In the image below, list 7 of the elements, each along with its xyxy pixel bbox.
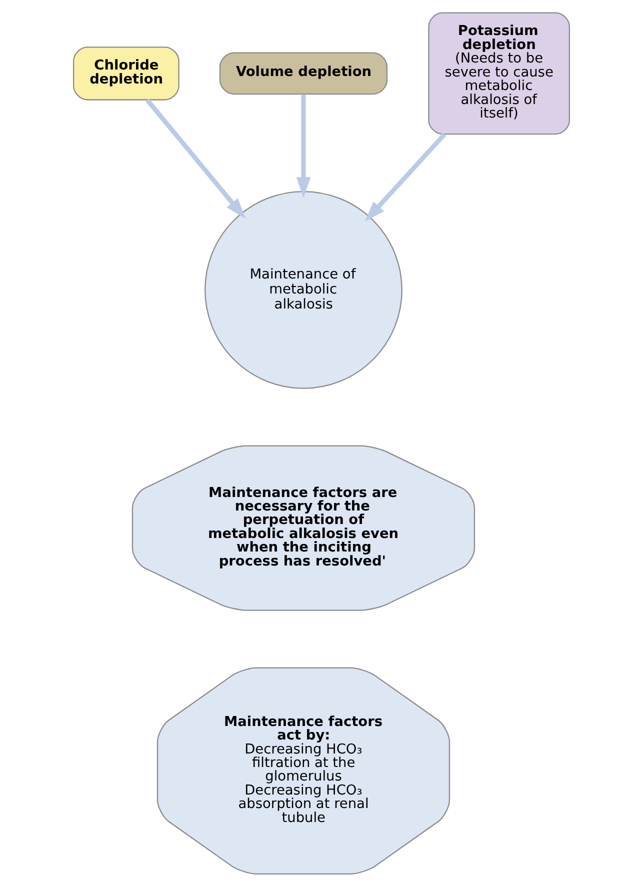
node-box: Chloride depletion [73, 46, 180, 100]
arrow [364, 132, 446, 222]
arrow [296, 94, 311, 198]
node-box: Volume depletion [219, 52, 388, 95]
node-box: Potassium depletion (Needs to be severe to cause metabolic alkalosis of itself) [428, 12, 570, 135]
node-circle: Maintenance of metabolic alkalosis [204, 190, 402, 389]
arrow [145, 98, 246, 219]
